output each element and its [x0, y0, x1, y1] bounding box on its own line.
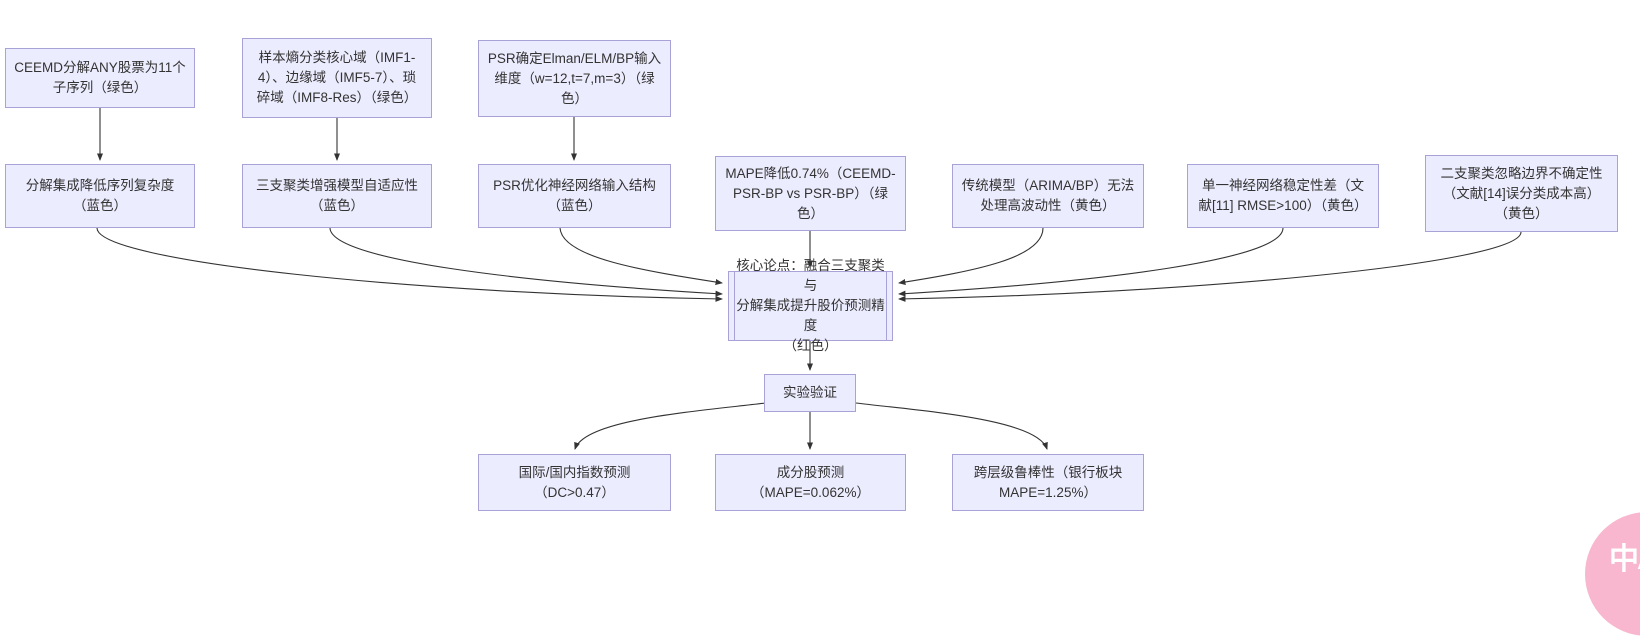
node-label: 实验验证 — [783, 385, 837, 400]
node-label: 跨层级鲁棒性（银行板块 MAPE=1.25%） — [973, 464, 1123, 500]
node-result-constituent: 成分股预测 （MAPE=0.062%） — [715, 454, 906, 511]
node-label: 三支聚类增强模型自适应性 （蓝色） — [256, 178, 418, 213]
node-premise-entropy: 样本熵分类核心域（IMF1- 4）、边缘域（IMF5-7）、琐 碎域（IMF8-… — [242, 38, 432, 118]
node-label: 二支聚类忽略边界不确定性 （文献[14]误分类成本高） （黄色） — [1440, 165, 1603, 221]
translate-button[interactable]: 中A — [1585, 512, 1640, 636]
edge-experiment-to-result-index — [574, 402, 767, 450]
node-result-robustness: 跨层级鲁棒性（银行板块 MAPE=1.25%） — [952, 454, 1144, 511]
node-label: PSR确定Elman/ELM/BP输入 维度（w=12,t=7,m=3）（绿 色… — [487, 50, 662, 106]
node-label: CEEMD分解ANY股票为11个 子序列（绿色） — [14, 60, 186, 95]
node-reason-psr: PSR优化神经网络输入结构 （蓝色） — [478, 164, 671, 228]
node-reason-three-way: 三支聚类增强模型自适应性 （蓝色） — [242, 164, 432, 228]
edge-reason-decomposition-to-core — [96, 227, 723, 302]
node-counter-two-way: 二支聚类忽略边界不确定性 （文献[14]误分类成本高） （黄色） — [1425, 155, 1618, 232]
edge-reason-threeway-to-core — [329, 227, 723, 297]
node-label: 成分股预测 （MAPE=0.062%） — [751, 464, 870, 500]
node-label: PSR优化神经网络输入结构 （蓝色） — [493, 178, 656, 213]
node-premise-psr: PSR确定Elman/ELM/BP输入 维度（w=12,t=7,m=3）（绿 色… — [478, 40, 671, 117]
edge-counter-traditional-to-core — [898, 227, 1044, 285]
edge-counter-twoway-to-core — [898, 231, 1522, 302]
node-reason-decomposition: 分解集成降低序列复杂度 （蓝色） — [5, 164, 195, 228]
node-counter-traditional: 传统模型（ARIMA/BP）无法 处理高波动性（黄色） — [952, 164, 1144, 228]
node-label: 核心论点：融合三支聚类与 分解集成提升股价预测精度 （红色） — [736, 258, 885, 353]
node-label: 单一神经网络稳定性差（文 献[11] RMSE>100）（黄色） — [1198, 178, 1368, 213]
node-premise-ceemd: CEEMD分解ANY股票为11个 子序列（绿色） — [5, 48, 195, 108]
node-evidence-mape: MAPE降低0.74%（CEEMD- PSR-BP vs PSR-BP）（绿 色… — [715, 156, 906, 231]
edge-counter-singlenn-to-core — [898, 227, 1284, 297]
edge-reason-psr-to-core — [559, 227, 723, 285]
node-label: 样本熵分类核心域（IMF1- 4）、边缘域（IMF5-7）、琐 碎域（IMF8-… — [256, 50, 418, 105]
node-label: 分解集成降低序列复杂度 （蓝色） — [25, 178, 175, 213]
node-core-claim: 核心论点：融合三支聚类与 分解集成提升股价预测精度 （红色） — [728, 258, 893, 353]
node-label: 传统模型（ARIMA/BP）无法 处理高波动性（黄色） — [961, 178, 1135, 213]
node-label: 国际/国内指数预测 （DC>0.47） — [518, 464, 631, 500]
flowchart: CEEMD分解ANY股票为11个 子序列（绿色） 样本熵分类核心域（IMF1- … — [5, 38, 1640, 636]
edge-experiment-to-result-robustness — [855, 402, 1048, 450]
node-label: MAPE降低0.74%（CEEMD- PSR-BP vs PSR-BP）（绿 色… — [725, 165, 896, 221]
node-experiment: 实验验证 — [764, 374, 856, 412]
node-counter-single-nn: 单一神经网络稳定性差（文 献[11] RMSE>100）（黄色） — [1187, 164, 1379, 228]
node-result-index: 国际/国内指数预测 （DC>0.47） — [478, 454, 671, 511]
translate-icon: 中A — [1609, 543, 1640, 576]
